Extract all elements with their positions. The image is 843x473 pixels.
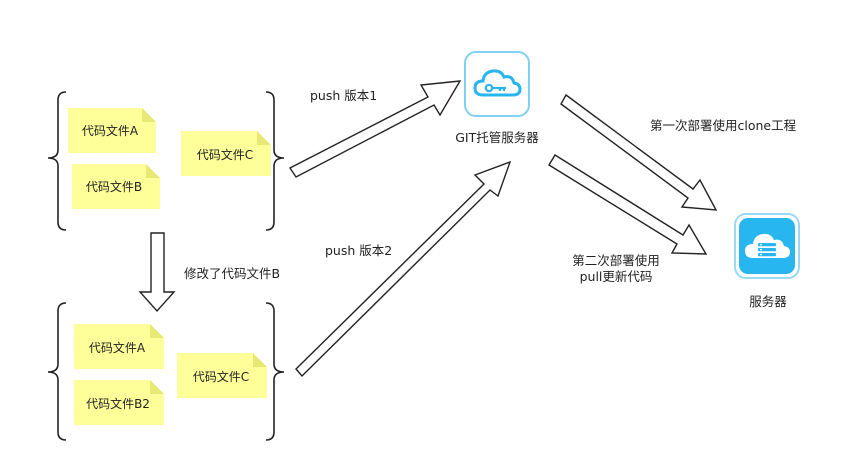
note-shape <box>68 108 156 153</box>
server-icon <box>734 213 800 279</box>
note-file-a-2: 代码文件A <box>88 341 146 355</box>
cloud-server-icon <box>745 233 790 258</box>
modify-down-arrow <box>138 232 176 313</box>
first-deploy-label: 第一次部署使用clone工程 <box>650 118 797 133</box>
push-v2-arrow <box>295 160 512 378</box>
git-server-icon <box>464 51 530 117</box>
group2-left-brace <box>47 302 67 441</box>
group1-left-brace <box>47 91 67 231</box>
note-shape <box>74 380 164 425</box>
clone-arrow <box>560 93 718 211</box>
note-file-b-1: 代码文件B <box>85 180 143 194</box>
note-shape <box>181 131 271 176</box>
note-shape <box>177 353 267 398</box>
note-file-c-2: 代码文件C <box>192 370 250 384</box>
git-server-label: GIT托管服务器 <box>455 130 539 145</box>
second-deploy-label-line2: pull更新代码 <box>579 269 653 284</box>
modified-label: 修改了代码文件B <box>184 266 281 281</box>
pull-arrow <box>548 154 708 255</box>
group1-right-brace <box>265 91 285 231</box>
note-file-a-1: 代码文件A <box>81 124 139 138</box>
note-file-b2-2: 代码文件B2 <box>86 397 150 411</box>
push-v1-arrow <box>288 80 462 178</box>
server-label: 服务器 <box>749 294 787 309</box>
group2-right-brace <box>265 302 285 441</box>
cloud-key-icon <box>473 69 522 97</box>
note-file-c-1: 代码文件C <box>196 148 254 162</box>
push-v1-label: push 版本1 <box>310 88 378 103</box>
second-deploy-label-line1: 第二次部署使用 <box>572 253 660 268</box>
note-shape <box>74 324 164 369</box>
note-shape <box>72 164 160 209</box>
push-v2-label: push 版本2 <box>325 243 393 258</box>
